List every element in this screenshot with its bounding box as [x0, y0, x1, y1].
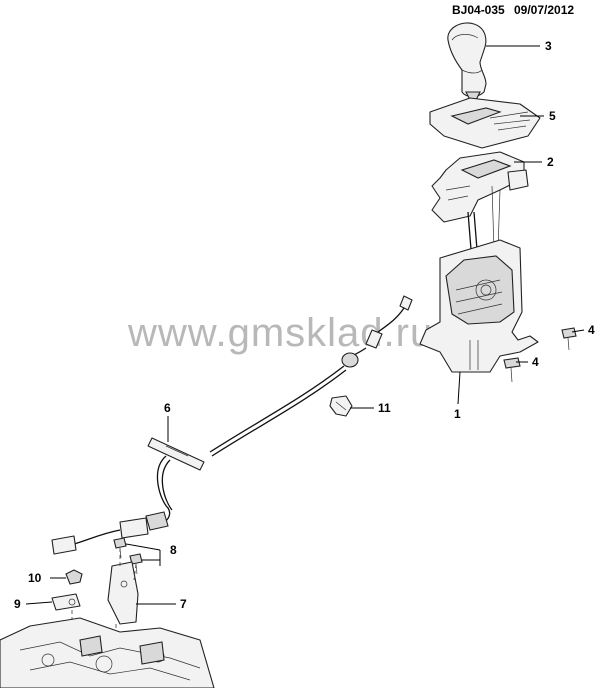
callout-2: 2	[547, 155, 554, 169]
cable-bracket-part	[107, 548, 139, 625]
diagram-date: 09/07/2012	[514, 3, 574, 17]
shift-cable-part	[51, 295, 413, 555]
nut-part	[65, 569, 83, 585]
indicator-bezel-part	[429, 97, 541, 149]
callout-4-lower: 4	[532, 355, 539, 369]
callout-7: 7	[180, 597, 187, 611]
callout-9: 9	[14, 597, 21, 611]
callout-6: 6	[164, 401, 171, 415]
watermark: www.gmsklad.ru	[127, 311, 433, 355]
leader-lines	[25, 45, 585, 605]
bolt-right-part	[561, 327, 577, 351]
callout-11: 11	[378, 401, 391, 415]
bracket-bolts-part	[113, 537, 143, 575]
callout-3: 3	[545, 39, 552, 53]
shifter-cover-part	[431, 151, 529, 223]
callout-5: 5	[549, 109, 556, 123]
cable-clip-part	[329, 395, 353, 417]
shift-knob-part	[447, 22, 487, 101]
diagram-code: BJ04-035	[452, 3, 505, 17]
callout-10: 10	[28, 571, 42, 585]
callout-1: 1	[454, 407, 461, 421]
callout-8: 8	[170, 543, 177, 557]
callout-4-right: 4	[588, 323, 595, 337]
bolt-lower-part	[503, 357, 521, 383]
transmission-housing-part	[0, 617, 215, 688]
shifter-assembly-part	[419, 239, 539, 373]
